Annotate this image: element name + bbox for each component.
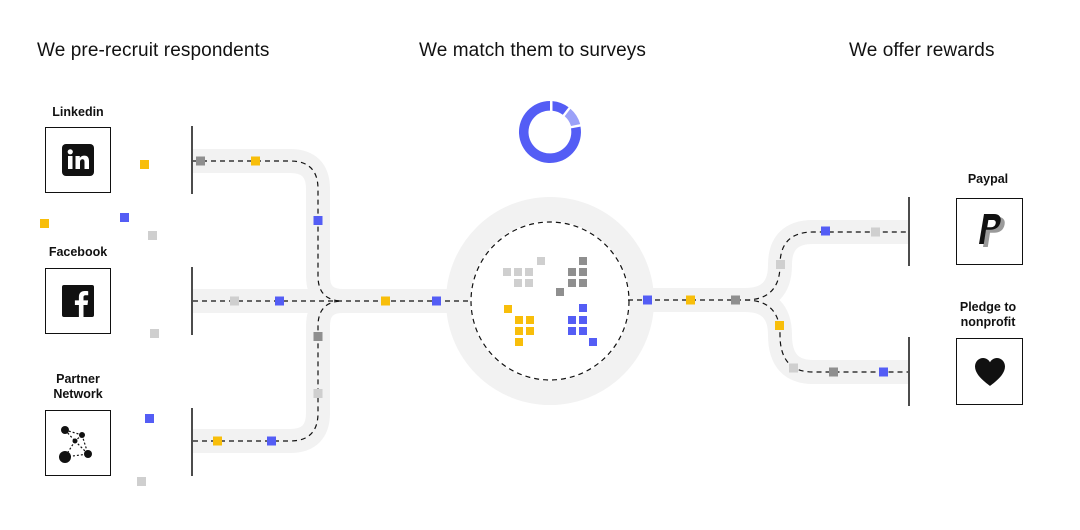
path-particles xyxy=(196,156,888,446)
matching-clusters xyxy=(503,257,597,346)
source-label-facebook: Facebook xyxy=(48,245,108,259)
particle xyxy=(137,477,146,486)
particle xyxy=(213,436,222,446)
particle xyxy=(313,216,323,225)
reward-label-pledge: Pledge to nonprofit xyxy=(959,300,1017,329)
particle xyxy=(140,160,149,169)
source-box-facebook xyxy=(45,268,111,334)
particle xyxy=(829,367,838,377)
particle xyxy=(643,295,652,305)
heading-pre-recruit: We pre-recruit respondents xyxy=(37,40,270,61)
source-label-linkedin: Linkedin xyxy=(52,105,104,119)
particle xyxy=(776,260,785,269)
particle xyxy=(871,227,880,237)
network-icon xyxy=(59,426,92,463)
facebook-icon xyxy=(62,285,94,317)
source-box-partner-network xyxy=(45,410,111,476)
particle xyxy=(789,363,798,373)
particle xyxy=(120,213,129,222)
particle xyxy=(150,329,159,338)
particle xyxy=(275,296,284,306)
floating-particles xyxy=(40,160,159,486)
particle xyxy=(251,156,260,166)
particle xyxy=(313,332,323,341)
donut-chart-icon xyxy=(518,100,581,163)
particle xyxy=(381,296,390,306)
particle xyxy=(775,321,784,330)
particle xyxy=(879,367,888,377)
particle xyxy=(432,296,441,306)
particle xyxy=(145,414,154,423)
reward-box-paypal xyxy=(956,198,1023,265)
source-label-partner-network: Partner Network xyxy=(53,372,103,401)
particle xyxy=(267,436,276,446)
paypal-icon xyxy=(978,213,1005,247)
particle xyxy=(230,296,239,306)
particle xyxy=(731,295,740,305)
particle xyxy=(40,219,49,228)
reward-box-pledge xyxy=(956,338,1023,405)
particle xyxy=(821,226,830,236)
particle xyxy=(148,231,157,240)
source-edges xyxy=(191,126,910,476)
linkedin-icon xyxy=(62,144,94,176)
heading-offer-rewards: We offer rewards xyxy=(849,40,995,61)
source-box-linkedin xyxy=(45,127,111,193)
reward-label-paypal: Paypal xyxy=(967,172,1009,186)
particle xyxy=(196,156,205,166)
particle xyxy=(313,389,323,398)
heading-match-surveys: We match them to surveys xyxy=(419,40,646,61)
particle xyxy=(686,295,695,305)
matching-ring-track xyxy=(446,197,654,405)
heart-icon xyxy=(974,357,1005,386)
